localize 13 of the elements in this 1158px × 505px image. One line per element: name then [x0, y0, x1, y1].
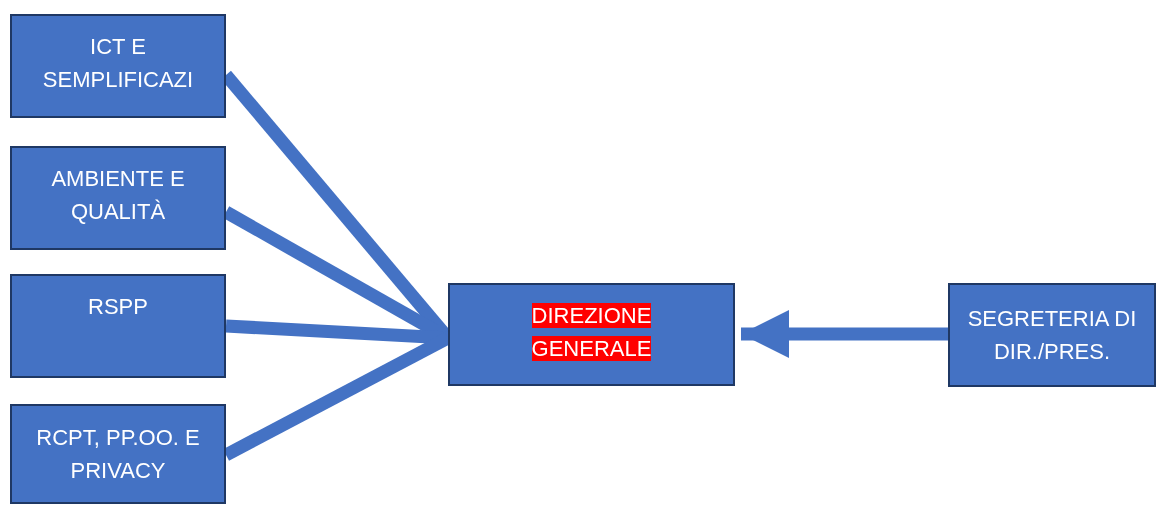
- org-box: [10, 274, 226, 378]
- unit-name: ICT E SEMPLIFICAZI: [41, 33, 195, 94]
- org-box: [448, 283, 735, 386]
- org-box: [10, 146, 226, 250]
- org-box: [10, 14, 226, 118]
- org-box: [10, 404, 226, 504]
- unit-name: SEGRETERIA DI DIR./PRES.: [967, 305, 1137, 366]
- org-box: [948, 283, 1156, 387]
- unit-name: AMBIENTE E QUALITÀ: [50, 165, 186, 226]
- unit-name: DIREZIONE GENERALE: [530, 302, 653, 363]
- arrow: [741, 310, 948, 358]
- unit-name: RSPP: [87, 293, 149, 321]
- unit-name: RCPT, PP.OO. E PRIVACY: [35, 424, 201, 485]
